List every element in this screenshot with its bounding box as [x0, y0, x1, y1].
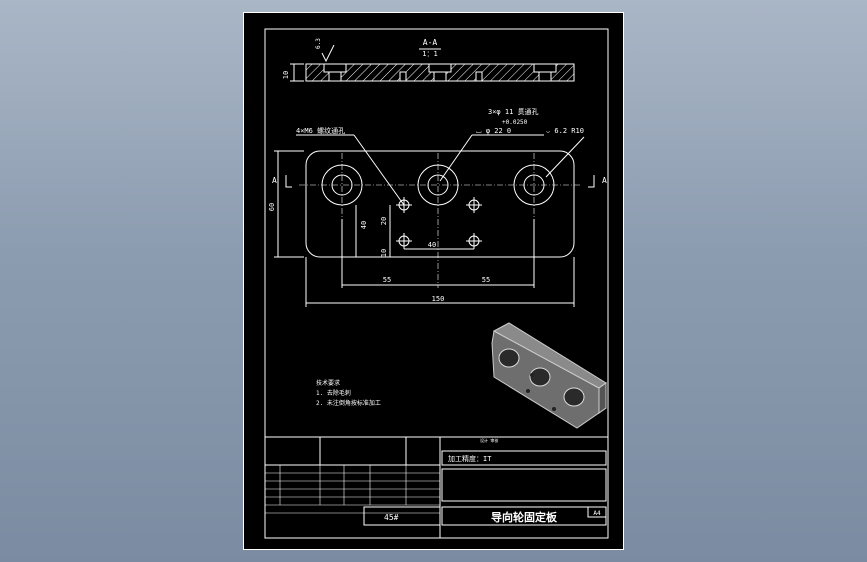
front-view: A A 60 40 20 10 40 55 55 150 [268, 150, 607, 307]
tapped-hole-3 [396, 233, 412, 249]
section-scale: 1：1 [422, 50, 437, 58]
material-label: 45# [384, 513, 399, 522]
notes-line-1: 1. 去除毛刺 [316, 389, 351, 397]
dim-40-vertical: 40 [360, 221, 368, 229]
dim-20: 20 [380, 217, 388, 225]
isometric-view [491, 322, 607, 429]
dim-10: 10 [380, 249, 388, 257]
counterbore-callout-1: 3×φ 11 贯通孔 [488, 107, 539, 116]
part-name: 导向轮固定板 [491, 510, 558, 524]
title-header-small: 设计 审核 [480, 437, 498, 443]
section-view: A-A 1：1 10 6.3 [282, 38, 575, 82]
dim-55-right: 55 [482, 276, 490, 284]
section-title: A-A [423, 38, 438, 47]
engineering-drawing: A-A 1：1 10 6.3 4×M6 螺纹通孔 3×φ 11 贯通孔 +0.0… [264, 28, 609, 539]
counterbore-hole-left [321, 164, 363, 206]
technical-notes: 技术要求 1. 去除毛刺 2. 未注倒角按标准加工 [316, 379, 381, 407]
title-block: 45# 设计 审核 加工精度：IT 导向轮固定板 A4 [264, 436, 609, 539]
tapped-hole-2 [466, 197, 482, 213]
tapped-hole-callout: 4×M6 螺纹通孔 [296, 126, 345, 135]
tapped-hole-4 [466, 233, 482, 249]
thickness-dim: 10 [282, 71, 290, 79]
dim-55-left: 55 [383, 276, 391, 284]
tapped-hole-1 [396, 197, 412, 213]
counterbore-callout-3: ⌴ φ 22 0 [476, 127, 511, 135]
notes-heading: 技术要求 [316, 379, 340, 387]
drawing-sheet: A-A 1：1 10 6.3 4×M6 螺纹通孔 3×φ 11 贯通孔 +0.0… [243, 12, 624, 550]
inner-border [264, 28, 609, 539]
view-label-left: A [272, 176, 277, 185]
counterbore-callout-2: +0.0250 [502, 119, 528, 126]
notes-line-2: 2. 未注倒角按标准加工 [316, 399, 381, 407]
process-note: 加工精度：IT [448, 454, 492, 463]
dim-height: 60 [268, 203, 276, 211]
counterbore-hole-right [513, 164, 555, 206]
sheet-size: A4 [593, 510, 601, 517]
dim-length: 150 [432, 295, 445, 303]
dim-40-horizontal: 40 [428, 241, 436, 249]
counterbore-hole-center [417, 164, 459, 206]
view-label-right: A [602, 176, 607, 185]
counterbore-callout-4: ⌵ 6.2 R10 [546, 127, 584, 135]
roughness-symbol: 6.3 [315, 38, 322, 49]
plate-outline [305, 150, 575, 258]
